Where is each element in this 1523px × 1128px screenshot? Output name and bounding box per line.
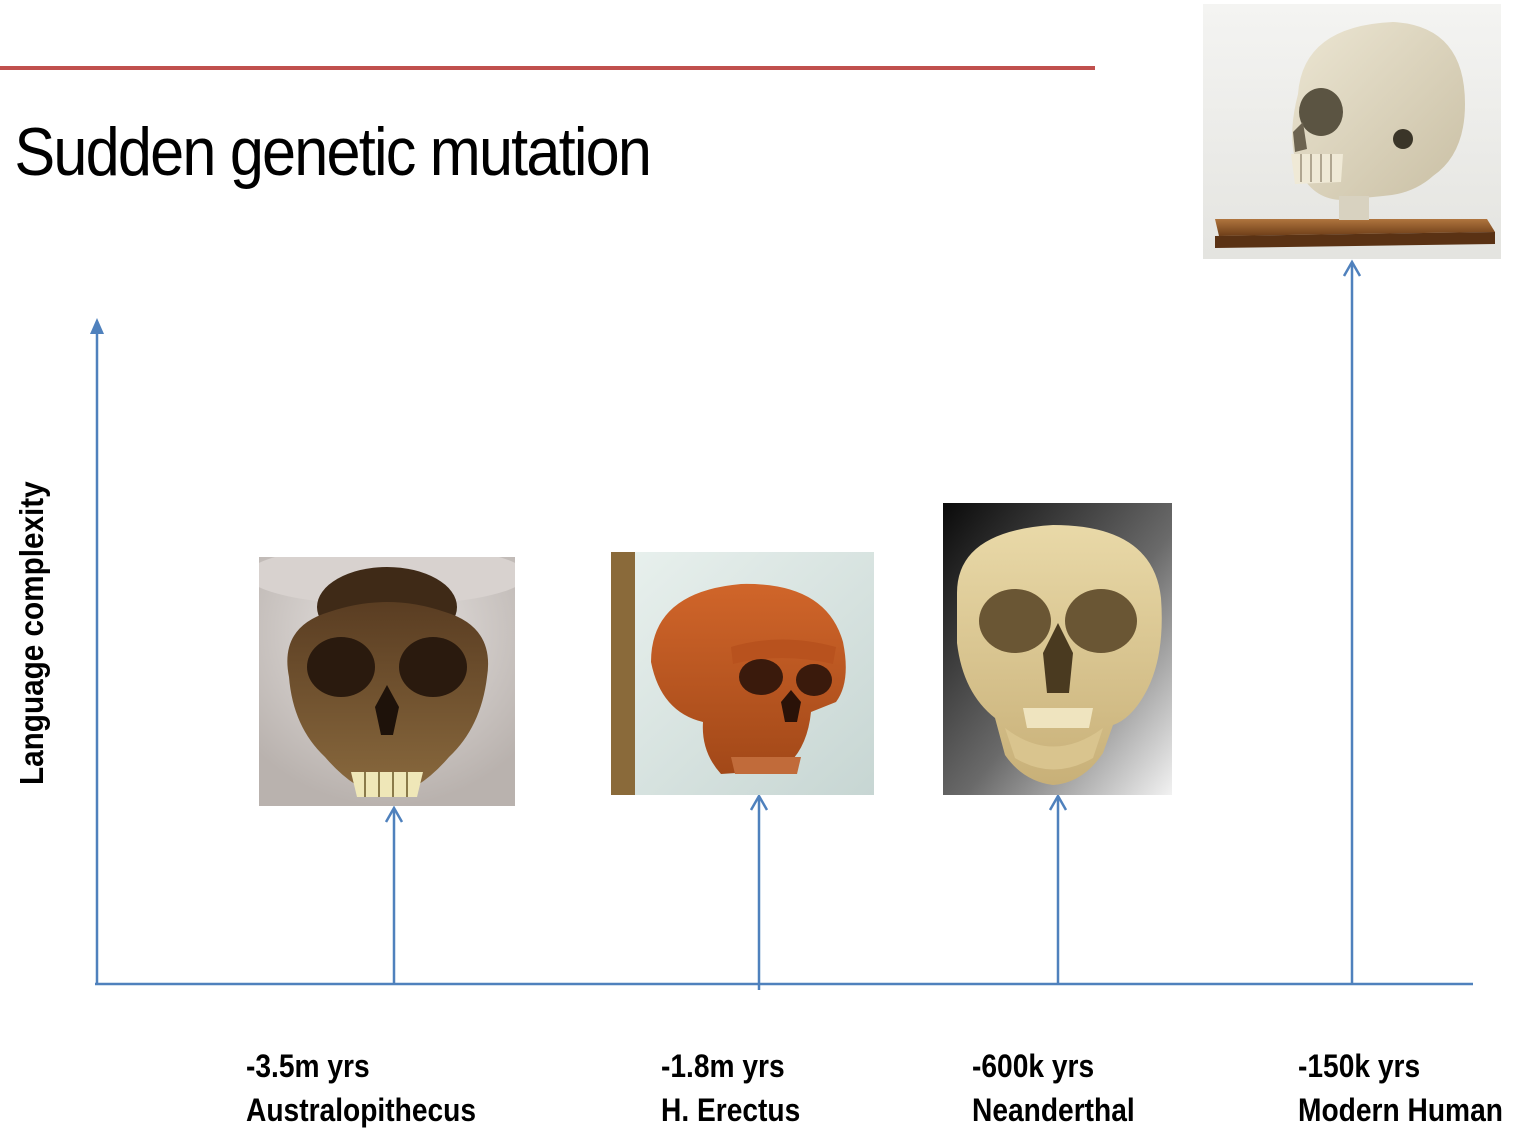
stage-arrow-h-erectus [751,796,767,990]
stage-species: H. Erectus [661,1088,800,1128]
stage-arrow-modern-human [1344,262,1360,984]
stage-arrow-australopithecus [386,808,402,984]
modern-human-skull-image [1203,4,1501,259]
y-axis-arrowhead [90,318,104,334]
stage-species: Australopithecus [246,1088,476,1128]
stage-label-australopithecus: -3.5m yrs Australopithecus [246,1044,476,1128]
stage-species: Modern Human [1298,1088,1503,1128]
stage-label-neanderthal: -600k yrs Neanderthal [972,1044,1135,1128]
stage-time: -1.8m yrs [661,1044,800,1088]
stage-arrow-neanderthal [1050,796,1066,984]
stage-time: -150k yrs [1298,1044,1503,1088]
australopithecus-skull-image [259,557,515,806]
stage-species: Neanderthal [972,1088,1135,1128]
stage-time: -3.5m yrs [246,1044,476,1088]
stage-label-modern-human: -150k yrs Modern Human [1298,1044,1503,1128]
neanderthal-skull-image [943,503,1172,795]
stage-label-h-erectus: -1.8m yrs H. Erectus [661,1044,800,1128]
homo-erectus-skull-image [611,552,874,795]
stage-time: -600k yrs [972,1044,1135,1088]
